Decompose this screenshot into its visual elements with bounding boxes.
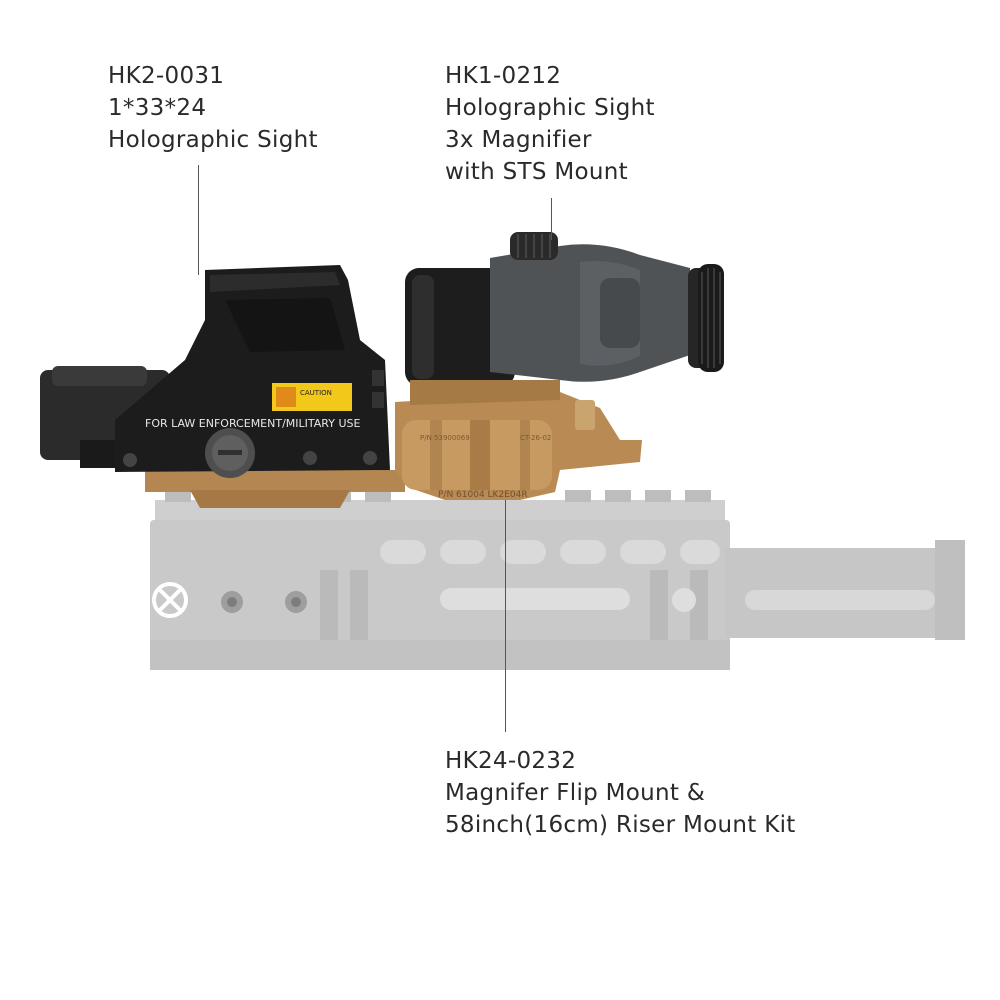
sight-callout: HK2-0031 1*33*24 Holographic Sight (108, 60, 318, 156)
magnifier (405, 232, 724, 405)
magnifier-callout: HK1-0212 Holographic Sight 3x Magnifier … (445, 60, 655, 188)
holographic-sight: CAUTION FOR LAW ENFORCEMENT/MILITARY USE (40, 265, 390, 478)
mount-line-1: Magnifer Flip Mount & (445, 780, 706, 806)
sight-spec: 1*33*24 (108, 95, 207, 121)
svg-text:P/N 53900069: P/N 53900069 (420, 434, 470, 442)
magnifier-line-1: Holographic Sight (445, 95, 655, 121)
handguard-rail (150, 490, 965, 670)
mount-line-2: 58inch(16cm) Riser Mount Kit (445, 812, 796, 838)
mount-model: HK24-0232 (445, 748, 577, 774)
svg-text:CT-26-02: CT-26-02 (520, 434, 551, 442)
magnifier-line-2: 3x Magnifier (445, 127, 592, 153)
mount-callout: HK24-0232 Magnifer Flip Mount & 58inch(1… (445, 745, 796, 841)
sight-side-text: FOR LAW ENFORCEMENT/MILITARY USE (145, 417, 360, 430)
mount-part-number: P/N 61004 LK2E04R (438, 490, 528, 500)
magnifier-leader-line (551, 198, 552, 240)
sight-leader-line (198, 165, 199, 275)
magnifier-model: HK1-0212 (445, 63, 562, 89)
sight-model: HK2-0031 (108, 63, 225, 89)
riser-mount: P/N 53900069 CT-26-02 P/N 61004 LK2E04R (145, 392, 642, 508)
magnifier-line-3: with STS Mount (445, 159, 628, 185)
sight-name: Holographic Sight (108, 127, 318, 153)
caution-label-text: CAUTION (300, 389, 332, 397)
mount-leader-line (505, 500, 506, 732)
